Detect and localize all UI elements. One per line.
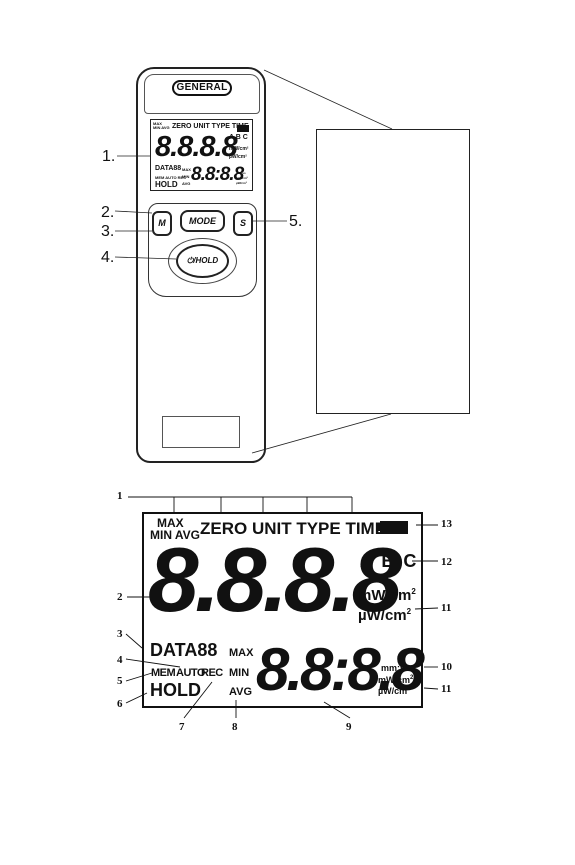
lcd-sub-digits: 8.8:8.8 — [256, 636, 425, 703]
lcd-top-labels: ZERO UNIT TYPE TIME — [200, 519, 387, 538]
lcd-avg2-label: AVG — [229, 686, 253, 698]
small-lcd-sub-digits: 8.8:8.8 — [191, 164, 244, 185]
lcd-unit-uw: µW/cm2 — [358, 607, 412, 624]
diagram-number-8: 8 — [232, 721, 238, 733]
diagram-number-7: 7 — [179, 721, 185, 733]
diagram-number-11a: 11 — [441, 602, 452, 614]
lcd-display-diagram — [142, 512, 423, 708]
lcd-abc-label: A B C — [360, 551, 419, 571]
small-lcd-abc: A B C — [229, 134, 248, 141]
m-button[interactable]: M — [152, 211, 172, 236]
lcd-mem-label: MEM — [151, 667, 176, 679]
small-lcd-max2: MAX — [182, 167, 191, 172]
diagram-number-4: 4 — [117, 654, 123, 666]
meter-sensor-head — [144, 74, 260, 114]
lcd-unit-mw: mW/cm2 — [358, 587, 416, 604]
brand-logo: GENERAL — [172, 80, 232, 96]
small-lcd-main-digits: 8.8.8.8 — [155, 131, 238, 163]
callout-4: 4. — [101, 249, 115, 266]
battery-icon — [380, 521, 408, 534]
small-lcd-min2: MIN — [182, 174, 190, 179]
callout-2: 2. — [101, 204, 115, 221]
lcd-rec-label: REC — [201, 667, 223, 679]
lcd-max-label: MAX — [157, 516, 184, 530]
lcd-min-avg-label: MIN AVG — [150, 528, 200, 542]
label-panel — [316, 129, 470, 414]
diagram-number-3: 3 — [117, 628, 123, 640]
lcd-main-digits: 8.8.8.8 — [148, 530, 402, 631]
diagram-number-11b: 11 — [441, 683, 452, 695]
diagram-number-13: 13 — [441, 518, 452, 530]
diagram-number-5: 5 — [117, 675, 123, 687]
callout-3: 3. — [101, 223, 115, 240]
small-lcd-min-avg: MIN AVG — [153, 125, 170, 130]
small-lcd-sub-mmss: mm:ss — [236, 171, 246, 175]
small-lcd-top-labels: ZERO UNIT TYPE TIME — [172, 123, 249, 130]
s-button[interactable]: S — [233, 211, 253, 236]
callout-5: 5. — [289, 213, 303, 230]
lcd-sub-mw-label: mW/cm2 — [378, 675, 414, 685]
small-battery-icon — [237, 125, 249, 132]
lcd-min2-label: MIN — [229, 667, 250, 679]
small-lcd-mem-auto-rec: MEM AUTO REC — [155, 175, 187, 180]
small-lcd-screen — [150, 119, 253, 191]
lcd-mmss-label: mm:ss — [381, 663, 411, 673]
lcd-data-label: DATA88 — [150, 640, 218, 660]
power-hold-button[interactable]: ⏻/HOLD — [176, 244, 229, 278]
small-lcd-hold: HOLD — [155, 180, 178, 189]
lcd-max2-label: MAX — [229, 647, 254, 659]
diagram-number-2: 2 — [117, 591, 123, 603]
lcd-hold-label: HOLD — [150, 680, 201, 700]
battery-tip-icon — [376, 524, 380, 531]
small-lcd-sub-mw: mW/cm² — [236, 176, 248, 180]
small-lcd-max: MAX — [153, 121, 162, 126]
diagram-number-9: 9 — [346, 721, 352, 733]
small-lcd-data: DATA88 — [155, 165, 182, 172]
diagram-number-12: 12 — [441, 556, 452, 568]
diagram-number-10: 10 — [441, 661, 452, 673]
diagram-number-1: 1 — [117, 490, 123, 502]
diagram-number-6: 6 — [117, 698, 123, 710]
keypad-area — [148, 203, 257, 297]
small-lcd-unit-uw: µW/cm² — [229, 154, 247, 160]
small-lcd-unit-mw: mW/cm² — [229, 146, 249, 152]
callout-1: 1. — [102, 148, 116, 165]
hold-button-ring — [168, 238, 237, 284]
bottom-window — [162, 416, 240, 448]
mode-button[interactable]: MODE — [180, 210, 225, 232]
small-lcd-avg2: AVG — [182, 181, 191, 186]
lcd-sub-uw-label: µW/cm2 — [378, 686, 411, 696]
small-lcd-sub-uw: µW/cm² — [236, 181, 247, 185]
lcd-auto-label: AUTO — [176, 667, 205, 679]
